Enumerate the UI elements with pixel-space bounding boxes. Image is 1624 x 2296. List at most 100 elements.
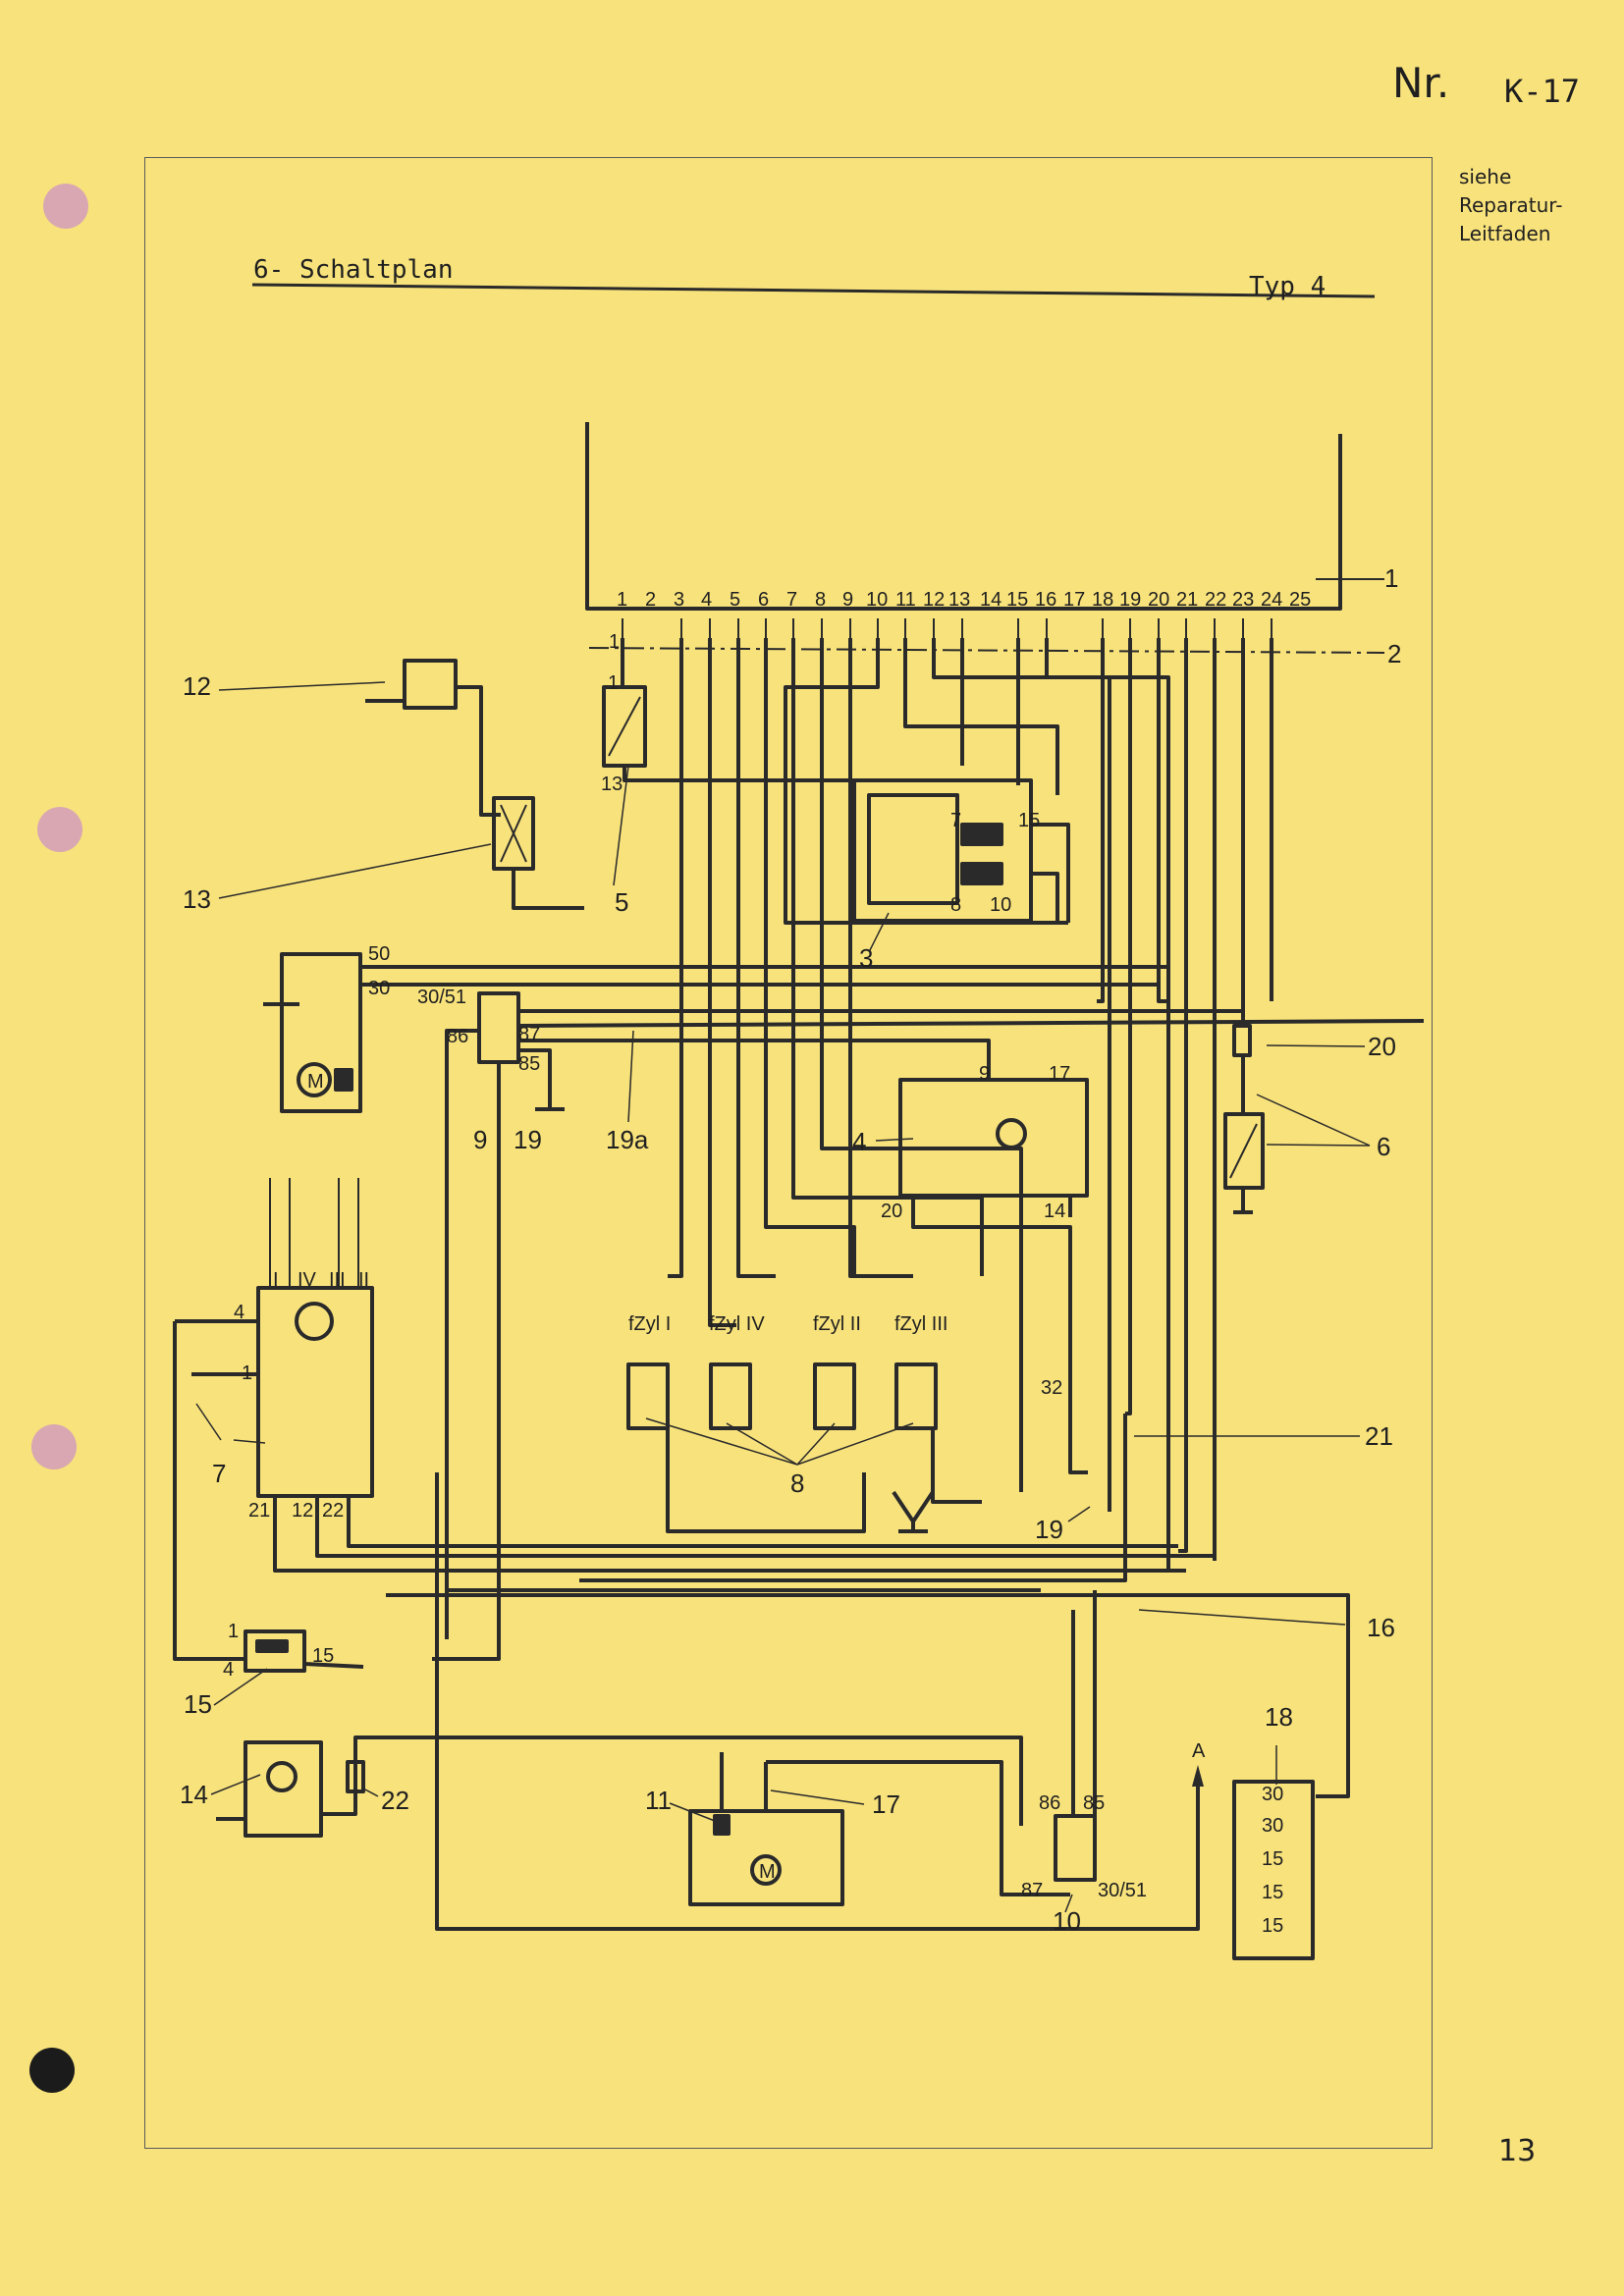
injector-label: fZyl IV <box>709 1313 765 1335</box>
pin-label: 4 <box>223 1659 234 1681</box>
pin-label: 14 <box>1044 1201 1065 1222</box>
callout-5: 5 <box>615 887 628 917</box>
pin-number: 20 <box>1148 589 1169 611</box>
callout-20: 20 <box>1368 1032 1396 1061</box>
injector-label: fZyl I <box>628 1313 671 1335</box>
callout-7: 7 <box>212 1459 226 1488</box>
terminal-85-lower: 85 <box>1083 1792 1105 1814</box>
pin-number: 25 <box>1289 589 1311 611</box>
fuse-label: 15 <box>1262 1915 1283 1937</box>
terminal-86-lower: 86 <box>1039 1792 1060 1814</box>
callout-1: 1 <box>1384 563 1398 593</box>
callout-14: 14 <box>180 1780 208 1809</box>
motor-symbol: M <box>307 1071 324 1093</box>
diagram-title: 6- Schaltplan <box>253 255 454 285</box>
pin-number: 22 <box>1205 589 1226 611</box>
pin-number: 19 <box>1119 589 1141 611</box>
callout-10: 10 <box>1053 1906 1081 1936</box>
pin-number: 6 <box>758 589 769 611</box>
pin-number: 9 <box>842 589 853 611</box>
diagram-frame <box>144 157 1433 2149</box>
injector-labels: fZyl I fZyl IV fZyl II fZyl III <box>628 1313 947 1335</box>
cylinder-mark: II <box>358 1269 369 1291</box>
injector-label: fZyl III <box>894 1313 947 1335</box>
injector-label: fZyl II <box>813 1313 861 1335</box>
pin-number: 14 <box>980 589 1001 611</box>
pin-label: 22 <box>322 1500 344 1522</box>
callout-15: 15 <box>184 1689 212 1719</box>
punch-hole <box>37 807 82 852</box>
callout-19a: 19a <box>606 1125 649 1154</box>
pin-number: 7 <box>786 589 797 611</box>
callout-6: 6 <box>1377 1132 1390 1161</box>
pin-number: 12 <box>923 589 945 611</box>
pin-number: 2 <box>645 589 656 611</box>
arrow-a-label: A <box>1192 1740 1206 1762</box>
callout-19-lower: 19 <box>1035 1515 1063 1544</box>
cylinder-mark: III <box>329 1269 346 1291</box>
callout-9: 9 <box>473 1125 487 1154</box>
pin-label: 1 <box>609 631 620 653</box>
pin-label: 21 <box>248 1500 270 1522</box>
page-number: 13 <box>1498 2134 1537 2168</box>
pin-number: 5 <box>730 589 740 611</box>
reference-line: Reparatur- <box>1459 193 1563 217</box>
pin-number: 16 <box>1035 589 1056 611</box>
callout-22: 22 <box>381 1786 409 1815</box>
pin-label: 9 <box>979 1063 990 1085</box>
callout-21: 21 <box>1365 1421 1393 1451</box>
motor-symbols: M M <box>307 1071 776 1883</box>
document-number-value: K-17 <box>1504 73 1581 110</box>
callout-13: 13 <box>183 884 211 914</box>
pin-number: 11 <box>895 589 916 611</box>
pin-number: 23 <box>1232 589 1254 611</box>
pin-label: 15 <box>312 1645 334 1667</box>
pin-number: 4 <box>701 589 712 611</box>
cylinder-mark: IV <box>298 1269 317 1291</box>
fuse-labels: 30 30 15 15 15 <box>1262 1784 1283 1937</box>
cylinder-marks: I IV III II <box>273 1269 369 1291</box>
document-number-label: Nr. <box>1392 59 1450 107</box>
motor-symbol: M <box>759 1861 776 1883</box>
connector-pin-labels: 1 2 3 4 5 6 7 8 9 10 11 12 13 14 15 16 1… <box>617 589 1311 611</box>
pin-label: 10 <box>990 894 1011 916</box>
pin-number: 3 <box>674 589 684 611</box>
pin-label: 32 <box>1041 1377 1062 1399</box>
callout-3: 3 <box>859 943 873 973</box>
terminal-30: 30 <box>368 978 390 999</box>
pin-number: 13 <box>948 589 970 611</box>
punch-hole <box>29 2048 75 2093</box>
pin-label: 8 <box>950 894 961 916</box>
pin-label: 15 <box>1018 810 1040 831</box>
pin-number: 17 <box>1063 589 1085 611</box>
callout-12: 12 <box>183 671 211 701</box>
terminal-30-51: 30/51 <box>417 987 466 1008</box>
relay-terminal-labels: 50 30 30/51 86 87 85 86 85 87 30/51 <box>368 943 1147 1901</box>
type-label: Typ 4 <box>1249 272 1326 301</box>
reference-line: siehe <box>1459 165 1512 188</box>
pin-label: 1 <box>608 672 619 694</box>
reference-line: Leitfaden <box>1459 222 1551 245</box>
pin-number: 10 <box>866 589 888 611</box>
reference-note: siehe Reparatur- Leitfaden <box>1459 163 1597 248</box>
terminal-85: 85 <box>518 1053 540 1075</box>
pin-label: 13 <box>601 774 623 795</box>
pin-label: 17 <box>1049 1063 1070 1085</box>
pin-label: 7 <box>950 810 961 831</box>
pin-number: 8 <box>815 589 826 611</box>
callout-19: 19 <box>514 1125 542 1154</box>
terminal-30-51-lower: 30/51 <box>1098 1880 1147 1901</box>
callout-2: 2 <box>1387 639 1401 668</box>
terminal-87-lower: 87 <box>1021 1880 1043 1901</box>
pin-label: 1 <box>228 1621 239 1642</box>
callout-18: 18 <box>1265 1702 1293 1732</box>
pin-number: 15 <box>1006 589 1028 611</box>
pin-label: 1 <box>242 1362 252 1384</box>
pin-number: 18 <box>1092 589 1113 611</box>
pin-number: 1 <box>617 589 627 611</box>
pin-number: 24 <box>1261 589 1282 611</box>
terminal-50: 50 <box>368 943 390 965</box>
fuse-label: 15 <box>1262 1848 1283 1870</box>
